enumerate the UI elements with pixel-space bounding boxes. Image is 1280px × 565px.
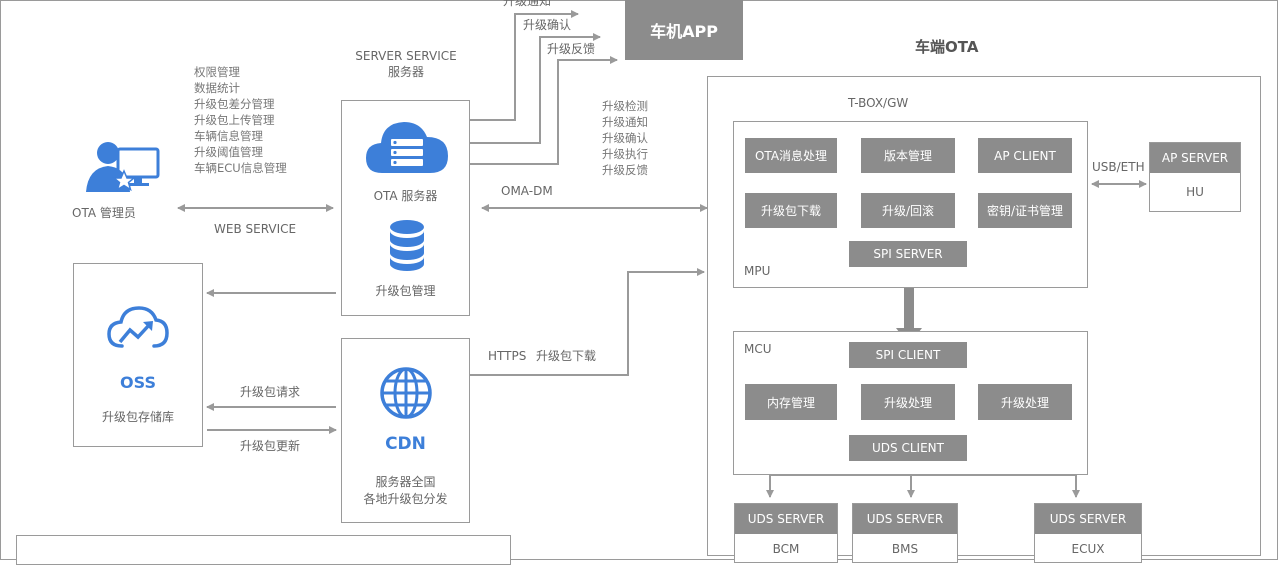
admin-icon	[84, 138, 160, 194]
oma-function: 升级确认	[602, 131, 648, 145]
cloud-server-icon	[364, 113, 450, 177]
oss-update-label: 升级包更新	[240, 439, 301, 453]
mpu-item-download: 升级包下载	[745, 193, 837, 228]
oss-label: 升级包存储库	[101, 410, 174, 424]
oma-function: 升级通知	[602, 115, 648, 129]
admin-label: OTA 管理员	[72, 206, 136, 220]
admin-function: 车辆信息管理	[194, 129, 263, 143]
cdn-line-2: 各地升级包分发	[363, 492, 448, 506]
uds-server-ecux: UDS SERVER ECUX	[1034, 503, 1142, 563]
package-manage-label: 升级包管理	[375, 284, 436, 298]
app-link-label: 升级反馈	[547, 42, 596, 56]
uds-server-bcm: UDS SERVER BCM	[734, 503, 838, 563]
server-title-en: SERVER SERVICE	[355, 49, 457, 63]
ota-server-box: OTA 服务器 升级包管理	[341, 100, 470, 316]
web-service-label: WEB SERVICE	[214, 222, 297, 236]
bottom-panel	[16, 535, 511, 565]
admin-function: 升级阈值管理	[194, 145, 263, 159]
uds-server-sub: ECUX	[1071, 542, 1105, 556]
server-title-cn: 服务器	[387, 65, 424, 79]
cloud-upload-icon	[106, 304, 170, 352]
uds-client-box: UDS CLIENT	[849, 435, 967, 461]
database-icon	[389, 219, 425, 271]
admin-function: 数据统计	[194, 81, 240, 95]
app-link-label: 升级确认	[523, 18, 572, 32]
uds-server-title: UDS SERVER	[853, 504, 957, 534]
globe-icon	[379, 366, 433, 420]
cdn-line-1: 服务器全国	[375, 475, 436, 489]
car-app-box: 车机APP	[625, 0, 743, 60]
admin-function: 车辆ECU信息管理	[194, 161, 287, 175]
oma-dm-label: OMA-DM	[501, 184, 553, 198]
admin-function: 权限管理	[194, 65, 240, 79]
admin-function-list: 权限管理 数据统计 升级包差分管理 升级包上传管理 车辆信息管理 升级阈值管理 …	[194, 64, 287, 176]
https-label: HTTPS	[488, 349, 527, 363]
mcu-item-upgrade-2: 升级处理	[978, 384, 1072, 420]
admin-function: 升级包上传管理	[194, 113, 275, 127]
spi-server-box: SPI SERVER	[849, 241, 967, 267]
oss-box: OSS 升级包存储库	[73, 263, 203, 447]
mcu-label: MCU	[744, 342, 772, 356]
link-uds-bcm	[766, 474, 1076, 498]
https-download-label: 升级包下载	[536, 349, 597, 363]
mpu-item-ota-msg: OTA消息处理	[745, 138, 837, 173]
mpu-item-version: 版本管理	[861, 138, 955, 173]
oma-function-list: 升级检测 升级通知 升级确认 升级执行 升级反馈	[602, 98, 648, 178]
ap-server-title: AP SERVER	[1150, 143, 1240, 173]
oma-function: 升级反馈	[602, 163, 648, 177]
link-feedback	[470, 56, 618, 165]
admin-function: 升级包差分管理	[194, 97, 275, 111]
mpu-item-rollback: 升级/回滚	[861, 193, 955, 228]
vehicle-ota-title: 车端OTA	[915, 38, 979, 56]
ap-server-sub: HU	[1186, 185, 1204, 199]
cdn-title: CDN	[385, 434, 426, 454]
mpu-label: MPU	[744, 264, 771, 278]
mcu-item-memory: 内存管理	[745, 384, 837, 420]
uds-server-bms: UDS SERVER BMS	[852, 503, 958, 563]
uds-server-sub: BMS	[891, 542, 919, 556]
uds-server-title: UDS SERVER	[735, 504, 837, 534]
ap-server-box: AP SERVER HU	[1149, 142, 1241, 212]
mpu-item-keys: 密钥/证书管理	[978, 193, 1072, 228]
tbox-title: T-BOX/GW	[848, 96, 909, 110]
uds-server-title: UDS SERVER	[1035, 504, 1141, 534]
oss-title: OSS	[120, 373, 156, 392]
mcu-item-upgrade-1: 升级处理	[861, 384, 955, 420]
link-https	[470, 268, 705, 376]
link-confirm	[470, 33, 601, 144]
uds-server-sub: BCM	[772, 542, 800, 556]
oss-request-label: 升级包请求	[240, 385, 301, 399]
oma-function: 升级检测	[602, 99, 648, 113]
ota-server-label: OTA 服务器	[373, 189, 438, 203]
spi-client-box: SPI CLIENT	[849, 342, 967, 368]
app-link-label: 升级通知	[503, 0, 552, 8]
link-notify	[470, 10, 579, 121]
oma-function: 升级执行	[602, 147, 648, 161]
usb-eth-label: USB/ETH	[1092, 160, 1145, 174]
cdn-box: CDN 服务器全国 各地升级包分发	[341, 338, 470, 523]
mpu-item-ap-client: AP CLIENT	[978, 138, 1072, 173]
